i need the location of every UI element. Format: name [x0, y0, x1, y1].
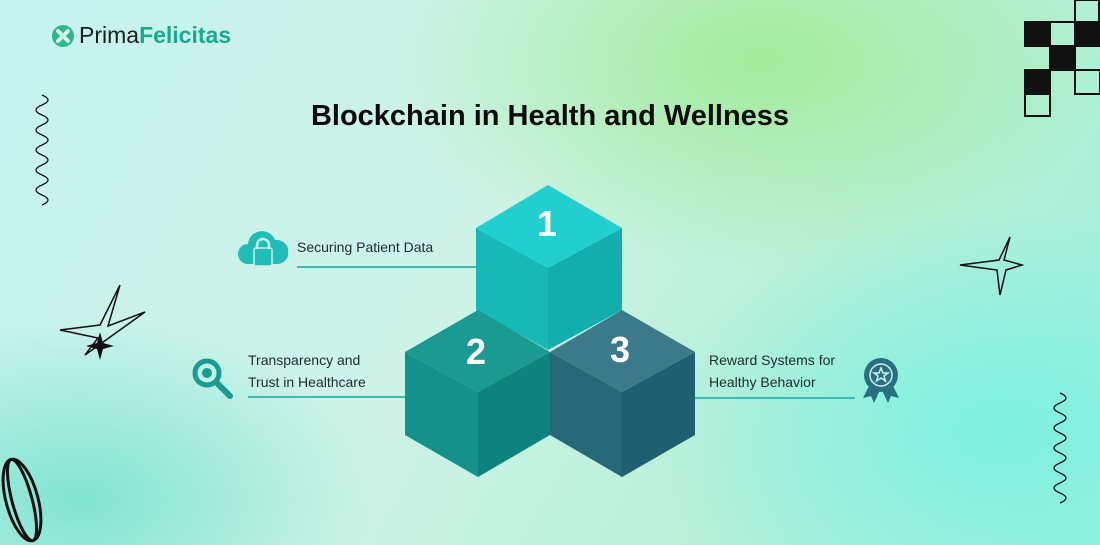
sparkle-small-decoration — [86, 332, 114, 360]
connector-line-2 — [248, 396, 406, 398]
connector-line-1 — [297, 266, 477, 268]
cloud-lock-icon — [238, 231, 288, 267]
connector-line-3 — [695, 397, 855, 399]
brand-name-felicitas: Felicitas — [139, 22, 232, 48]
item-1-label: Securing Patient Data — [297, 239, 434, 255]
logo-icon — [52, 24, 74, 47]
magnifier-icon — [192, 358, 233, 399]
item-3-label-line-1: Reward Systems for — [709, 352, 836, 368]
cube-3 — [550, 310, 695, 477]
item-2-label-line-1: Transparency and — [248, 352, 361, 368]
page-title: Blockchain in Health and Wellness — [310, 100, 790, 132]
cube-1-number: 1 — [537, 203, 557, 244]
item-2-label: Transparency and Trust in Healthcare — [248, 349, 366, 393]
rings-decoration — [1, 457, 43, 543]
squiggle-left-decoration — [35, 94, 49, 206]
squiggle-right-decoration — [1053, 392, 1067, 504]
cube-3-number: 3 — [610, 329, 630, 370]
sparkle-left-decoration — [59, 284, 146, 356]
award-badge-icon — [863, 358, 899, 403]
item-2-label-line-2: Trust in Healthcare — [248, 374, 366, 390]
checker-decoration — [1024, 0, 1100, 117]
item-3-label-line-2: Healthy Behavior — [709, 374, 816, 390]
sparkle-right-decoration — [959, 236, 1025, 296]
cube-2-number: 2 — [466, 331, 486, 372]
item-3-label: Reward Systems for Healthy Behavior — [709, 349, 835, 393]
brand-name-prima: Prima — [79, 22, 140, 48]
cube-2 — [405, 310, 550, 477]
